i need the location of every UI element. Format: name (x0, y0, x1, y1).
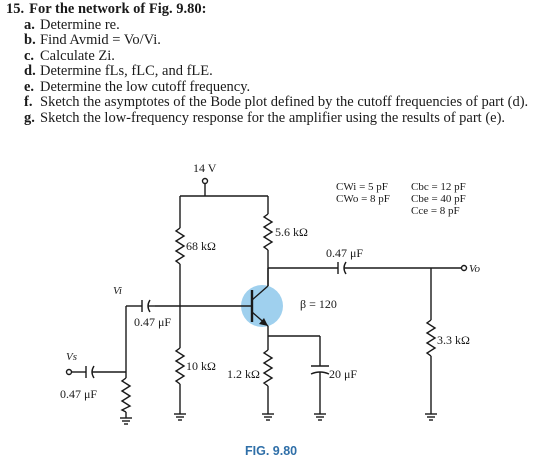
problem-item-c: c. Calculate Zi. (6, 47, 546, 65)
emitter-arrow (259, 318, 268, 326)
problem-item-a: a. Determine re. (6, 16, 546, 34)
vo-label: Vo (469, 263, 481, 275)
item-letter: f. (24, 94, 33, 110)
param-cce: Cce = 8 pF (411, 205, 460, 217)
resistor-rl (425, 319, 437, 357)
supply-label: 14 V (193, 161, 217, 175)
ground-ce (314, 413, 326, 421)
problem-item-d: d.Determine fLs, fLC, and fLE. (6, 63, 546, 80)
figure-caption: FIG. 9.80 (245, 444, 297, 458)
param-cwo: CWo = 8 pF (336, 193, 390, 205)
resistor-r1 (174, 227, 186, 265)
problem-number: 15. (6, 1, 25, 17)
cout-label: 0.47 μF (326, 246, 363, 260)
ground-rs (120, 417, 132, 425)
item-text: Sketch the asymptotes of the Bode plot d… (40, 94, 529, 110)
item-text: Find Avmid = Vo/Vi. (40, 32, 161, 48)
item-text: Calculate Zi. (40, 47, 115, 64)
problem-stem: 15.For the network of Fig. 9.80: (6, 1, 546, 18)
ce-label: 20 μF (329, 367, 357, 381)
re-label: 1.2 kΩ (227, 367, 260, 381)
problem-item-e: e. Determine the low cutoff frequency. (6, 78, 546, 96)
param-cbe: Cbe = 40 pF (411, 193, 466, 205)
item-text: Determine fLs, fLC, and fLE. (40, 63, 213, 79)
vs-terminal (65, 368, 73, 376)
problem-text: 15.For the network of Fig. 9.80: a. Deter… (6, 1, 546, 127)
r1-label: 68 kΩ (186, 239, 216, 253)
ground-re (262, 413, 274, 421)
vs-label: Vs (66, 351, 77, 363)
problem-item-g: g. Sketch the low-frequency response for … (6, 109, 546, 127)
item-letter: a. (24, 16, 35, 33)
supply-terminal (201, 177, 209, 185)
beta-label: β = 120 (300, 297, 337, 311)
item-letter: b. (24, 32, 36, 48)
vo-terminal (460, 264, 468, 272)
item-text: Sketch the low-frequency response for th… (40, 109, 506, 126)
resistor-r2 (174, 347, 186, 385)
vi-label: Vi (113, 285, 122, 297)
item-text: Determine re. (40, 16, 120, 33)
resistor-rs (120, 377, 132, 413)
cin-label: 0.47 μF (134, 315, 171, 329)
problem-item-f: f. Sketch the asymptotes of the Bode plot… (6, 94, 546, 111)
resistor-rc (262, 213, 274, 251)
resistor-re (262, 349, 274, 387)
rc-label: 5.6 kΩ (275, 225, 308, 239)
problem-stem-text: For the network of Fig. 9.80: (29, 1, 207, 17)
item-letter: c. (24, 47, 35, 64)
r2-label: 10 kΩ (186, 359, 216, 373)
rl-label: 3.3 kΩ (437, 333, 470, 347)
item-letter: d. (24, 63, 36, 79)
cs-label: 0.47 μF (60, 387, 97, 401)
item-text: Determine the low cutoff frequency. (40, 78, 251, 95)
param-cwi: CWi = 5 pF (336, 181, 388, 193)
ground-r2 (174, 413, 186, 421)
item-letter: g. (24, 109, 35, 126)
ground-rl (425, 413, 437, 421)
problem-item-b: b.Find Avmid = Vo/Vi. (6, 32, 546, 49)
param-cbc: Cbc = 12 pF (411, 181, 466, 193)
item-letter: e. (24, 78, 35, 95)
